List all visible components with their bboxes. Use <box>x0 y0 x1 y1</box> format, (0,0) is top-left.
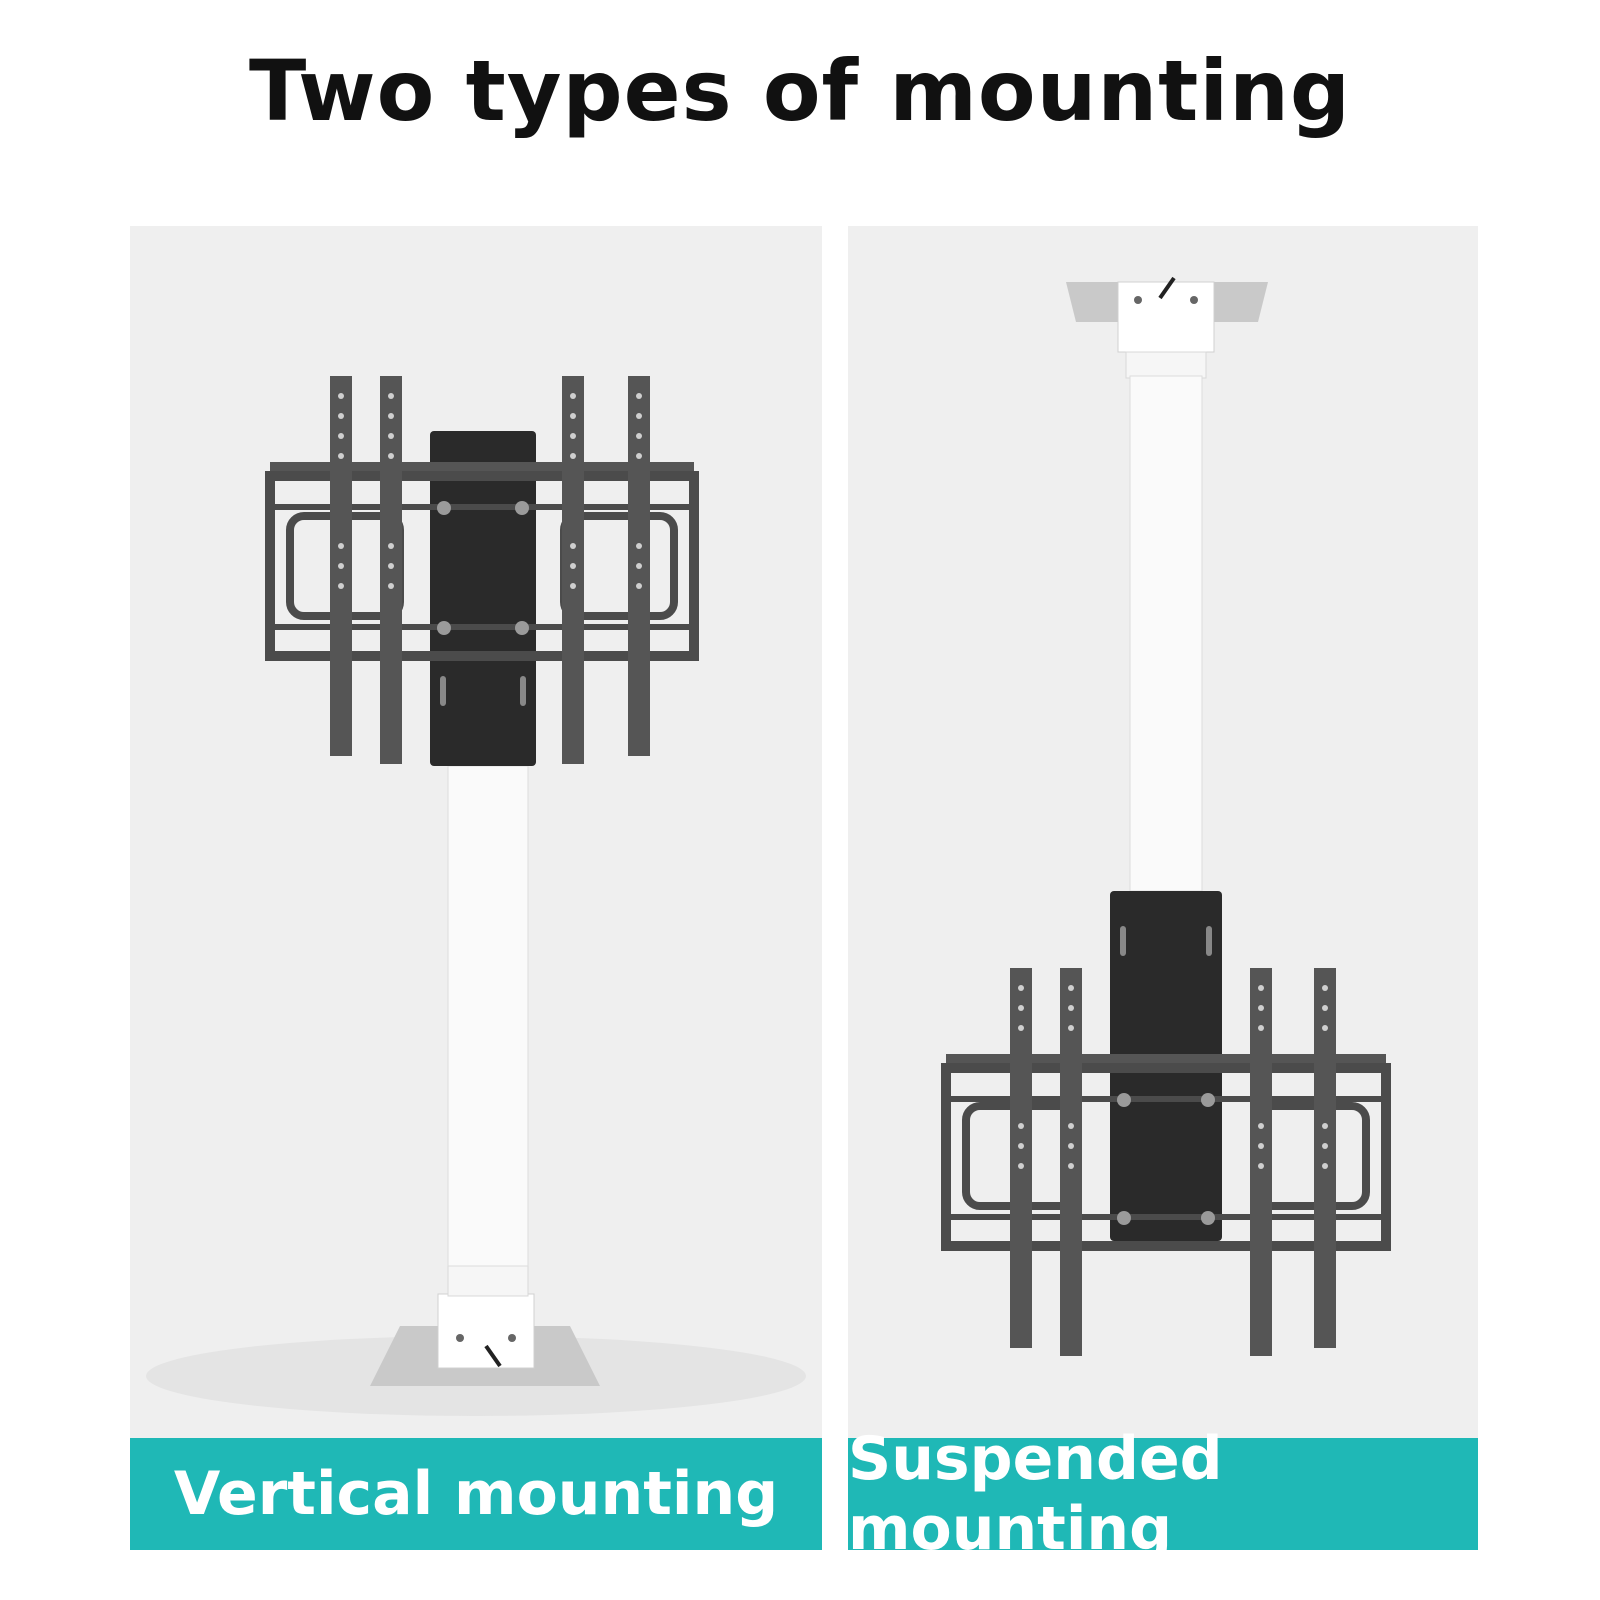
vertical-mounting-panel: Vertical mounting <box>130 226 822 1550</box>
vertical-mount-illustration <box>146 376 806 1416</box>
suspended-mounting-panel: Suspended mounting <box>848 226 1478 1550</box>
suspended-mounting-caption: Suspended mounting <box>848 1424 1478 1550</box>
floor-base-plate <box>370 1260 600 1386</box>
vertical-mounting-caption: Vertical mounting <box>130 1438 822 1550</box>
lift-column <box>1129 375 1203 892</box>
page-title: Two types of mounting <box>248 42 1352 140</box>
suspended-mount-illustration <box>941 276 1391 1356</box>
ceiling-base-plate <box>1066 276 1268 379</box>
vesa-arms <box>1010 968 1336 1356</box>
motor-plate <box>430 431 536 766</box>
lift-column <box>447 765 529 1267</box>
